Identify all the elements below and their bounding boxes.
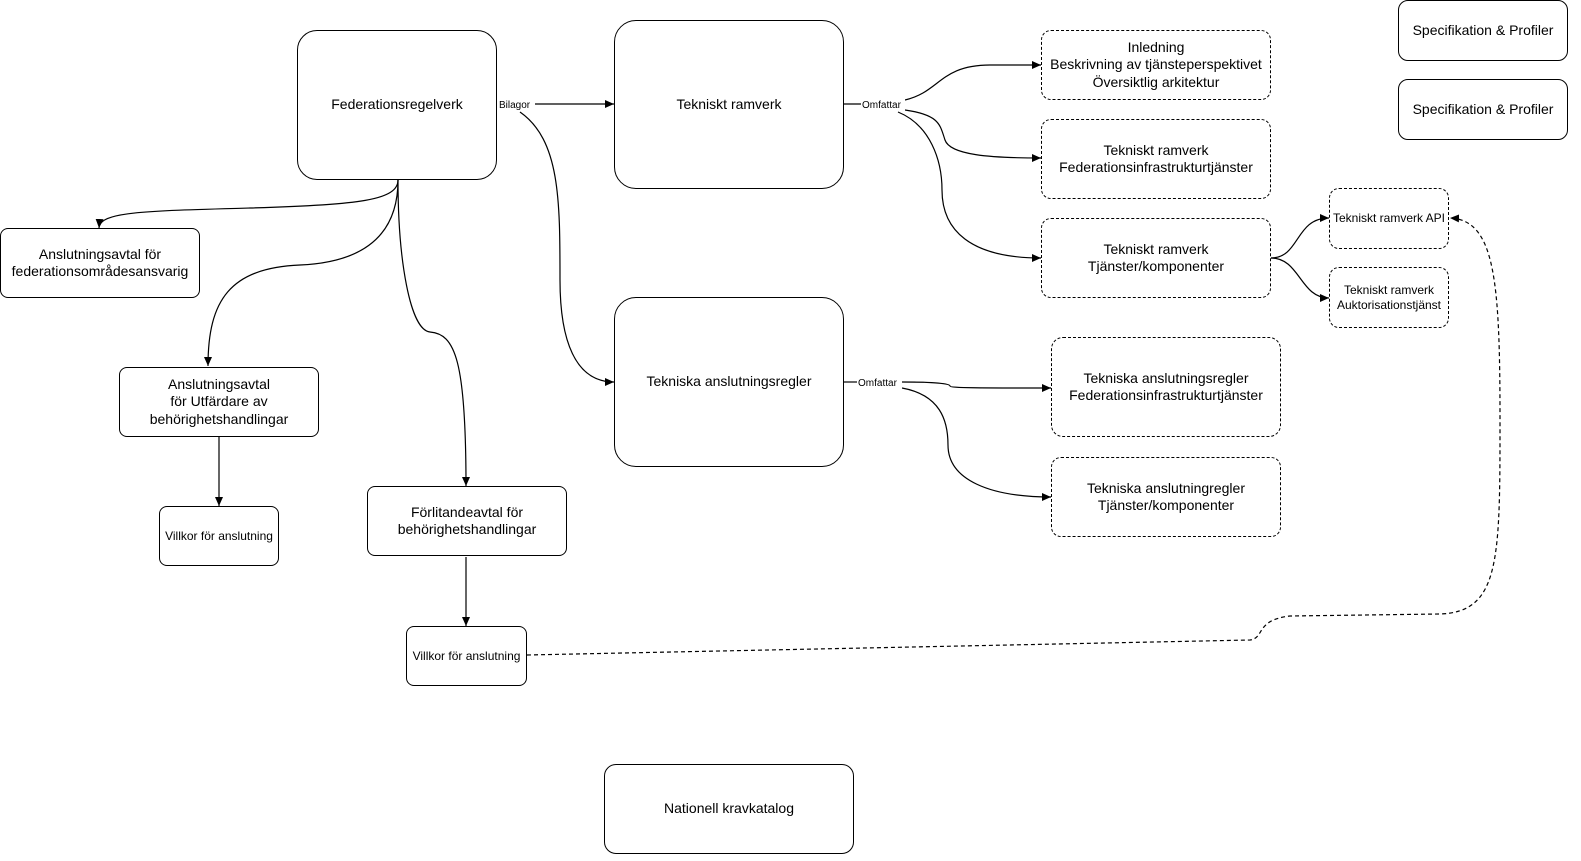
node-label: Anslutningsavtal för federationsområdesa… (11, 245, 189, 280)
edge-label-omfattar-1: Omfattar (862, 100, 902, 111)
node-tar-federationsinfra[interactable]: Tekniska anslutningsregler Federationsin… (1051, 337, 1281, 437)
edge-omfattar-tar-federationsinfra (901, 381, 1052, 392)
node-tr-federationsinfra[interactable]: Tekniskt ramverk Federationsinfrastruktu… (1041, 119, 1271, 199)
node-tar-tjanster[interactable]: Tekniska anslutningregler Tjänster/kompo… (1051, 457, 1281, 537)
node-tekniska-anslutningsregler[interactable]: Tekniska anslutningsregler (614, 297, 844, 467)
edge-tr-tjanster-api (1270, 214, 1330, 259)
node-label: Villkor för anslutning (412, 648, 521, 663)
node-tr-auktorisation[interactable]: Tekniskt ramverk Auktorisationstjänst (1329, 267, 1449, 328)
node-label: Inledning Beskrivning av tjänsteperspekt… (1050, 38, 1262, 90)
edge-omfattar-tr-tjanster (897, 111, 1042, 262)
node-villkor-2[interactable]: Villkor för anslutning (406, 626, 527, 686)
node-inledning[interactable]: Inledning Beskrivning av tjänsteperspekt… (1041, 30, 1271, 100)
node-tr-tjanster[interactable]: Tekniskt ramverk Tjänster/komponenter (1041, 218, 1271, 298)
node-label: Tekniska anslutningsregler (646, 373, 812, 390)
node-label: Förlitandeavtal för behörighetshandlinga… (397, 503, 537, 538)
node-avtal-omradesansvarig[interactable]: Anslutningsavtal för federationsområdesa… (0, 228, 200, 298)
edge-omfattar-tar-tjanster (901, 387, 1052, 501)
edge-villkor-api-dashed (526, 214, 1501, 656)
edge-bilagor-tekniska-anslutningsregler (519, 111, 615, 386)
node-label: Tekniskt ramverk Federationsinfrastruktu… (1059, 141, 1253, 176)
edge-regelverk-omradesansvarig (95, 179, 399, 229)
node-label: Tekniskt ramverk Tjänster/komponenter (1087, 240, 1225, 275)
edge-label-omfattar-2: Omfattar (858, 378, 898, 389)
node-label: Nationell kravkatalog (664, 800, 794, 817)
node-forlitandeavtal[interactable]: Förlitandeavtal för behörighetshandlinga… (367, 486, 567, 556)
node-villkor-1[interactable]: Villkor för anslutning (159, 506, 279, 566)
node-tekniskt-ramverk[interactable]: Tekniskt ramverk (614, 20, 844, 189)
node-label: Tekniska anslutningsregler Federationsin… (1069, 369, 1263, 404)
edge-omfattar-inledning (904, 61, 1041, 101)
node-label: Federationsregelverk (331, 96, 463, 113)
edge-omfattar-tr-federationsinfra (904, 109, 1042, 162)
node-label: Specifikation & Profiler (1412, 100, 1554, 117)
node-spec-profiler-2[interactable]: Specifikation & Profiler (1398, 79, 1568, 140)
node-label: Tekniskt ramverk (676, 95, 782, 112)
node-spec-profiler-1[interactable]: Specifikation & Profiler (1398, 0, 1568, 61)
edge-regelverk-forlitandeavtal (397, 179, 470, 487)
node-label: Tekniska anslutningregler Tjänster/kompo… (1087, 479, 1245, 514)
node-label: Villkor för anslutning (165, 528, 273, 543)
node-label: Anslutningsavtal för Utfärdare av behöri… (149, 375, 289, 427)
node-label: Tekniskt ramverk API (1332, 211, 1446, 225)
edge-label-bilagor: Bilagor (499, 100, 531, 111)
node-federationsregelverk[interactable]: Federationsregelverk (297, 30, 497, 180)
node-label: Tekniskt ramverk Auktorisationstjänst (1336, 282, 1442, 312)
node-nationell-kravkatalog[interactable]: Nationell kravkatalog (604, 764, 854, 854)
node-avtal-utfardare[interactable]: Anslutningsavtal för Utfärdare av behöri… (119, 367, 319, 437)
node-label: Specifikation & Profiler (1412, 21, 1554, 38)
edge-regelverk-utfardare (204, 179, 399, 367)
edge-tr-tjanster-auktorisation (1270, 257, 1330, 302)
node-tr-api[interactable]: Tekniskt ramverk API (1329, 188, 1449, 249)
